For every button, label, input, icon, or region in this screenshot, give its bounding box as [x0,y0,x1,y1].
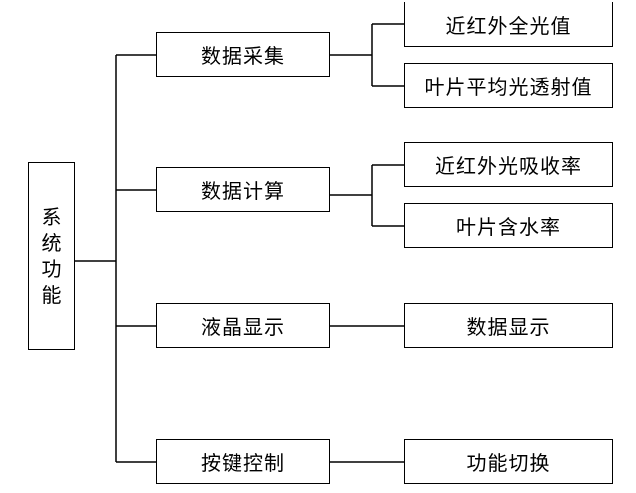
node-label: 数据计算 [201,179,285,203]
leaf-label: 数据显示 [466,315,551,339]
node-data-calculation: 数据计算 [156,167,330,212]
leaf-nir-absorption-rate: 近红外光吸收率 [404,142,613,187]
leaf-label: 近红外全光值 [445,13,572,38]
node-label: 液晶显示 [201,315,285,339]
node-label: 按键控制 [201,451,285,475]
root-node-system-functions: 系统功能 [28,162,75,350]
node-key-control: 按键控制 [156,439,330,484]
leaf-leaf-average-transmission: 叶片平均光透射值 [404,63,613,108]
leaf-data-display: 数据显示 [404,303,613,348]
node-label: 数据采集 [201,44,285,68]
leaf-nir-full-light-value: 近红外全光值 [404,2,613,47]
node-lcd-display: 液晶显示 [156,303,330,348]
root-node-label: 系统功能 [41,205,63,307]
leaf-label: 叶片平均光透射值 [424,75,593,99]
leaf-label: 功能切换 [466,451,551,475]
leaf-label: 叶片含水率 [456,215,561,239]
node-data-acquisition: 数据采集 [156,32,330,77]
leaf-leaf-water-content: 叶片含水率 [404,203,613,248]
leaf-label: 近红外光吸收率 [435,154,582,178]
leaf-function-switch: 功能切换 [404,439,613,484]
